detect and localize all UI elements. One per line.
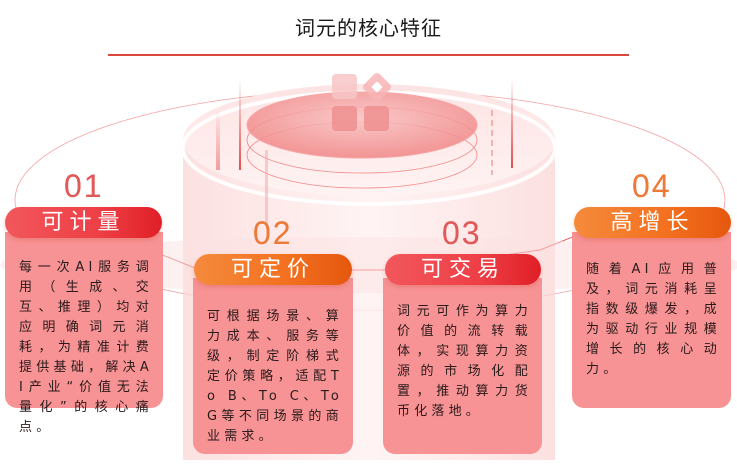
feature-card-measurable: 每一次AI服务调用（生成、交互、推理）均对应明确词元消耗，为精准计费提供基础，解… — [5, 232, 163, 435]
feature-label-measurable: 可计量 — [5, 207, 162, 238]
feature-number-01: 01 — [64, 168, 104, 204]
feature-label-priceable: 可定价 — [194, 254, 352, 285]
feature-number-02: 02 — [253, 215, 293, 251]
feature-card-high-growth: 随着AI应用普及，词元消耗呈指数级爆发，成为驱动行业规模增长的核心动力。 — [572, 232, 731, 408]
feature-description: 随着AI应用普及，词元消耗呈指数级爆发，成为驱动行业规模增长的核心动力。 — [586, 262, 721, 377]
page-title: 词元的核心特征 — [295, 16, 442, 40]
title-divider — [108, 54, 629, 56]
feature-card-tradable: 词元可作为算力价值的流转载体，实现算力资源的市场化配置，推动算力货币化落地。 — [383, 278, 542, 454]
feature-card-priceable: 可根据场景、算力成本、服务等级，制定阶梯式定价策略，适配To B、To C、To… — [193, 278, 353, 454]
feature-description: 可根据场景、算力成本、服务等级，制定阶梯式定价策略，适配To B、To C、To… — [207, 309, 343, 444]
feature-label-high-growth: 高增长 — [574, 207, 731, 238]
feature-label-tradable: 可交易 — [385, 254, 541, 285]
app-grid-icon — [332, 73, 391, 131]
feature-description: 每一次AI服务调用（生成、交互、推理）均对应明确词元消耗，为精准计费提供基础，解… — [19, 260, 153, 435]
feature-number-03: 03 — [442, 215, 482, 251]
feature-description: 词元可作为算力价值的流转载体，实现算力资源的市场化配置，推动算力货币化落地。 — [397, 304, 532, 419]
feature-number-04: 04 — [632, 168, 672, 204]
